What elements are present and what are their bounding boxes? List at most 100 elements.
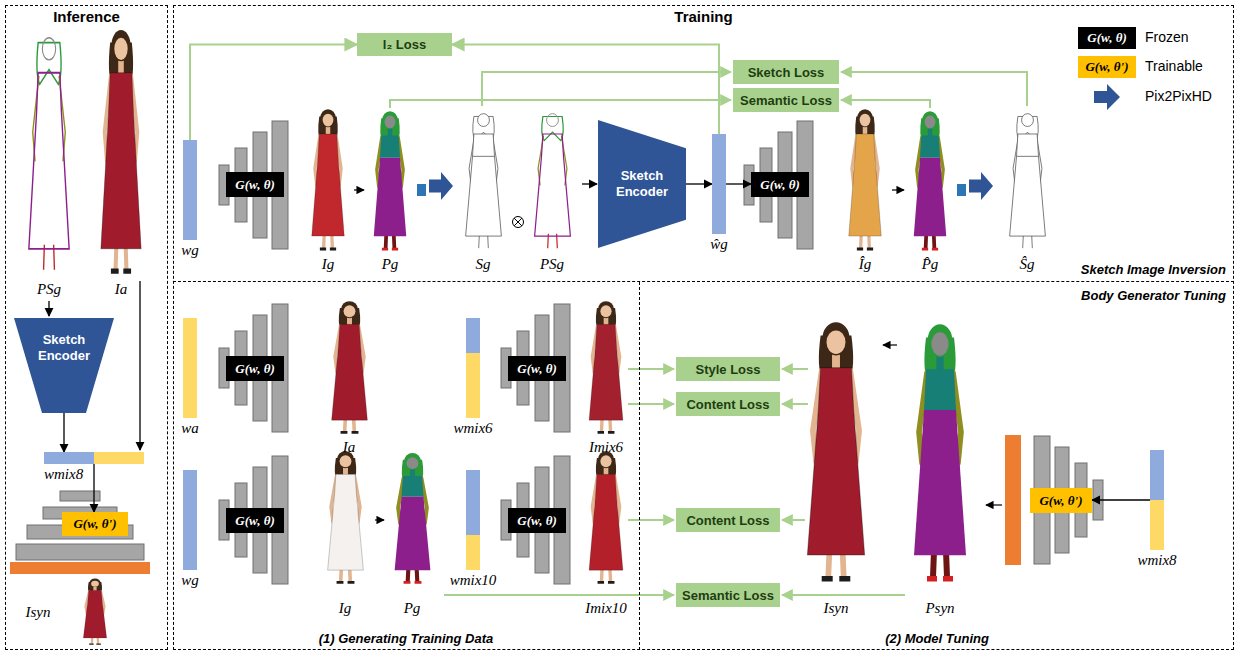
connector-arrow: [63, 413, 64, 452]
image-label: Imix6: [589, 439, 623, 456]
legend-text: Trainable: [1145, 58, 1203, 74]
sketch-encoder: Sketch Encoder: [14, 318, 114, 413]
parsing-map: [374, 111, 407, 250]
training-panel: TrainingSketch Image Inversionl₂ LossSke…: [173, 5, 1234, 650]
panel-title: Body Generator Tuning: [1081, 288, 1226, 303]
legend-symbol-text: G(w, θ): [1087, 30, 1126, 46]
frozen-generator: G(w, θ): [751, 172, 809, 197]
legend-arrow-swatch: [1094, 84, 1120, 110]
vector-label: wa: [181, 420, 199, 437]
loss-line: [841, 100, 930, 108]
connector-arrow: [190, 45, 357, 141]
connector-arrow: [93, 464, 94, 512]
arrow: [892, 189, 904, 190]
image-label: Îg: [859, 256, 872, 273]
sketch: [466, 114, 502, 248]
node-text: Sketch Encoder: [612, 168, 673, 199]
node-text: G(w, θ): [517, 361, 556, 377]
partial-sketch: [29, 38, 69, 270]
node-text: G(w, θ'): [1039, 493, 1082, 509]
data-region: (1) Generating Training DatawaG(w, θ)wmi…: [173, 282, 640, 650]
node-text: Content Loss: [686, 397, 769, 412]
synthesized-photo: [807, 322, 864, 581]
inversion-region: Sketch Image Inversion l₂ LossSketch Loss…: [173, 5, 1234, 282]
legend-text: Frozen: [1145, 29, 1189, 45]
image-label: Ig: [322, 256, 335, 273]
panel-title: Inference: [5, 8, 168, 25]
loss-line: [390, 100, 731, 108]
node-text: Sketch Encoder: [33, 332, 95, 363]
loss-box: l₂ Loss: [357, 33, 452, 56]
panel-title: (1) Generating Training Data: [173, 631, 639, 646]
loss-box: Content Loss: [676, 508, 780, 532]
trainable-generator: G(w, θ'): [1030, 488, 1092, 513]
node-text: Semantic Loss: [682, 588, 774, 603]
loss-line: [628, 519, 674, 521]
arrow: [986, 504, 1002, 505]
vector-label: wmix8: [44, 466, 83, 483]
image-label: Ia: [343, 439, 356, 456]
sketch: [1010, 114, 1046, 248]
node-text: G(w, θ): [235, 513, 274, 529]
image-label: Sg: [476, 256, 491, 273]
loss-box: Semantic Loss: [733, 88, 839, 112]
arrow: [582, 183, 597, 184]
legend-symbol-text: G(w, θ'): [1085, 59, 1128, 75]
loss-line: [782, 368, 808, 370]
vector-label: ŵg: [710, 236, 728, 253]
encoder-shape: [14, 318, 114, 413]
frozen-generator: G(w, θ): [226, 508, 284, 533]
node-text: G(w, θ): [517, 513, 556, 529]
image-label: Imix10: [585, 600, 627, 617]
vector-label: wg: [181, 242, 199, 259]
latent-vector: wmix6: [466, 318, 480, 418]
mask-operator: [514, 218, 522, 226]
loss-line: [782, 594, 905, 596]
inference-panel: InferenceSketch Encoder wmix8G(w, θ'): [5, 5, 168, 650]
parsing-map: [395, 453, 431, 584]
generator-layers: [16, 491, 144, 560]
panel-title: (2) Model Tuning: [640, 631, 1234, 646]
legend-text: Pix2PixHD: [1145, 88, 1212, 104]
generated-photo: [312, 109, 345, 250]
loss-line: [782, 519, 805, 521]
loss-box: Style Loss: [676, 357, 780, 381]
frozen-generator: G(w, θ): [508, 356, 566, 381]
arrow: [139, 281, 140, 450]
latent-vector: wmix8: [1150, 450, 1164, 550]
node-text: G(w, θ'): [73, 516, 116, 532]
pix2pix-arrow: [969, 172, 993, 200]
latent-vector: wmix10: [466, 470, 480, 570]
generated-photo: [328, 451, 364, 584]
tuned-layer: [1005, 435, 1021, 565]
tuned-layer: [10, 562, 150, 574]
appearance-photo: [332, 301, 368, 434]
loss-box: Sketch Loss: [733, 60, 839, 84]
frozen-generator: G(w, θ): [226, 172, 284, 197]
image-label: Isyn: [26, 604, 51, 621]
generator-layers: [501, 304, 570, 432]
connector-arrow: [452, 45, 719, 135]
panel-title: Sketch Image Inversion: [1081, 262, 1226, 277]
mixed-photo: [589, 451, 623, 584]
latent-vector: wa: [183, 318, 197, 418]
model-region: (2) Model TuningStyle LossContent LossCo…: [640, 282, 1234, 650]
parsing-map: [914, 324, 966, 581]
synthesized-photo: [83, 579, 106, 645]
loss-line: [628, 403, 674, 405]
image-label: PSg: [540, 256, 564, 273]
encoder-shape: [598, 120, 686, 248]
generator-layers: [219, 456, 288, 584]
parsing-map: [914, 111, 947, 250]
vector-label: wmix8: [1137, 552, 1176, 569]
panel-title: Training: [173, 8, 1234, 25]
generator-layers: [744, 121, 813, 249]
node-text: G(w, θ): [760, 177, 799, 193]
loss-box: Semantic Loss: [676, 583, 780, 607]
frozen-generator: G(w, θ): [226, 356, 284, 381]
vector-label: wmix6: [453, 420, 492, 437]
trainable-generator: G(w, θ'): [62, 512, 128, 536]
legend-arrow-swatch: [1094, 84, 1120, 110]
latent-vector: wmix8: [44, 452, 144, 464]
node-text: Sketch Loss: [748, 65, 825, 80]
